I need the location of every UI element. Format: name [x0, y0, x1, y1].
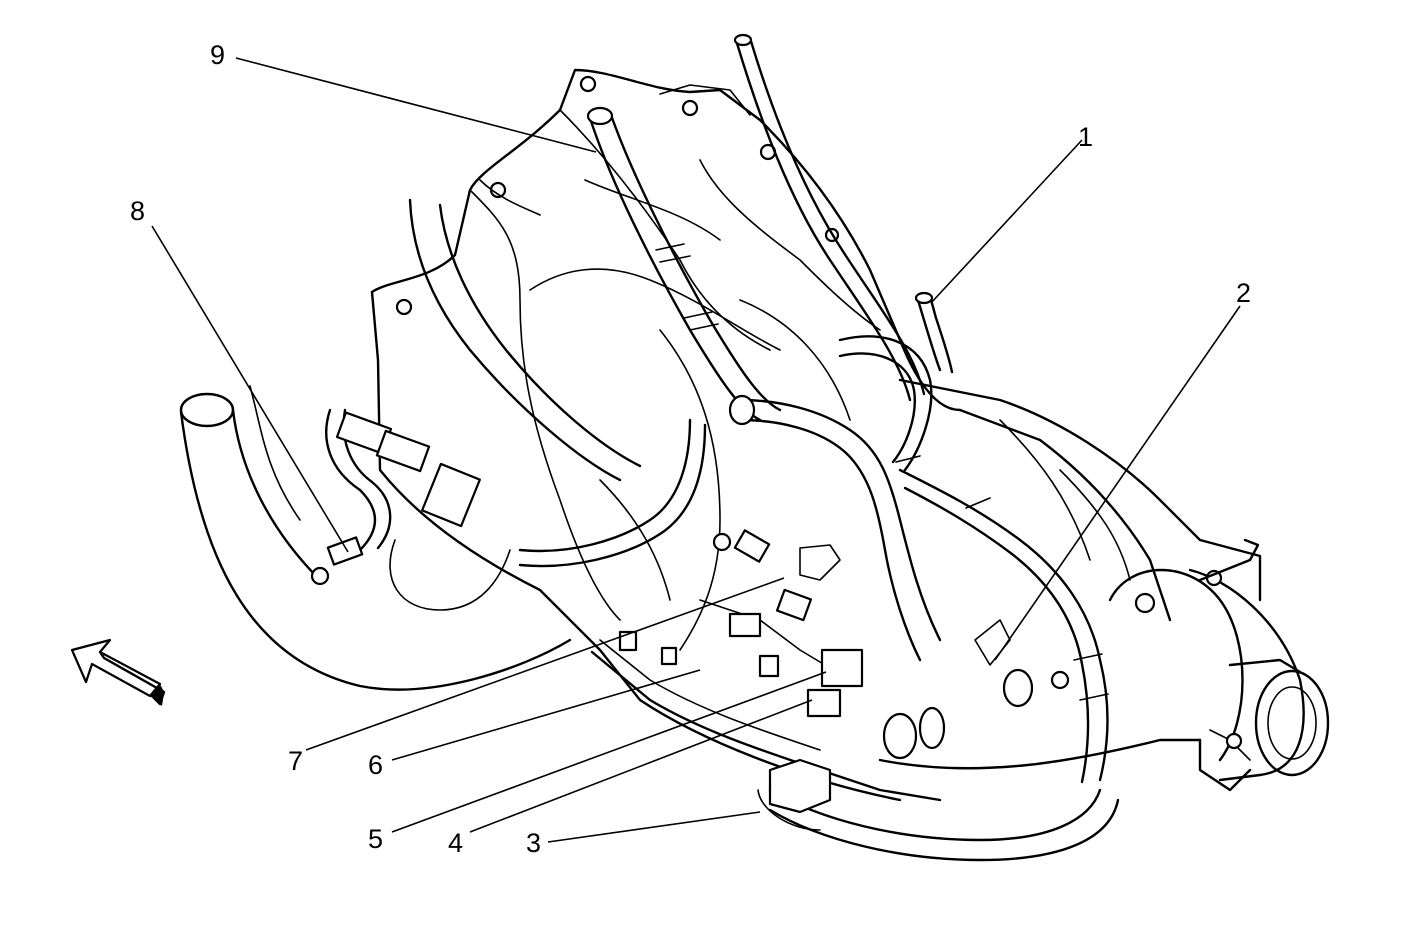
exhaust-pipe: [179, 385, 572, 691]
callout-2: 2: [1236, 278, 1251, 308]
leader-3: [547, 811, 761, 843]
wiring-harness: [310, 33, 1120, 862]
leader-1: [930, 139, 1083, 304]
leader-4: [469, 699, 813, 833]
callout-4: 4: [448, 828, 463, 858]
leader-5: [391, 671, 827, 833]
leader-6: [391, 669, 701, 761]
callout-5: 5: [368, 824, 383, 854]
callout-9: 9: [210, 40, 225, 70]
leader-2: [994, 305, 1241, 661]
leader-7: [305, 577, 785, 751]
callout-6: 6: [368, 750, 383, 780]
oil-pan: [590, 599, 942, 802]
leader-8: [151, 225, 349, 553]
callout-1: 1: [1078, 122, 1093, 152]
leader-lines: [151, 57, 1241, 843]
leader-9: [235, 57, 597, 153]
direction-arrow-icon: [70, 638, 166, 706]
callout-3: 3: [526, 828, 541, 858]
callout-7: 7: [288, 746, 303, 776]
callout-labels: 1 2 3 4 5 6 7 8 9: [130, 40, 1251, 858]
callout-8: 8: [130, 196, 145, 226]
transmission-main-body: [878, 378, 1330, 792]
transmission-case: [370, 68, 962, 802]
